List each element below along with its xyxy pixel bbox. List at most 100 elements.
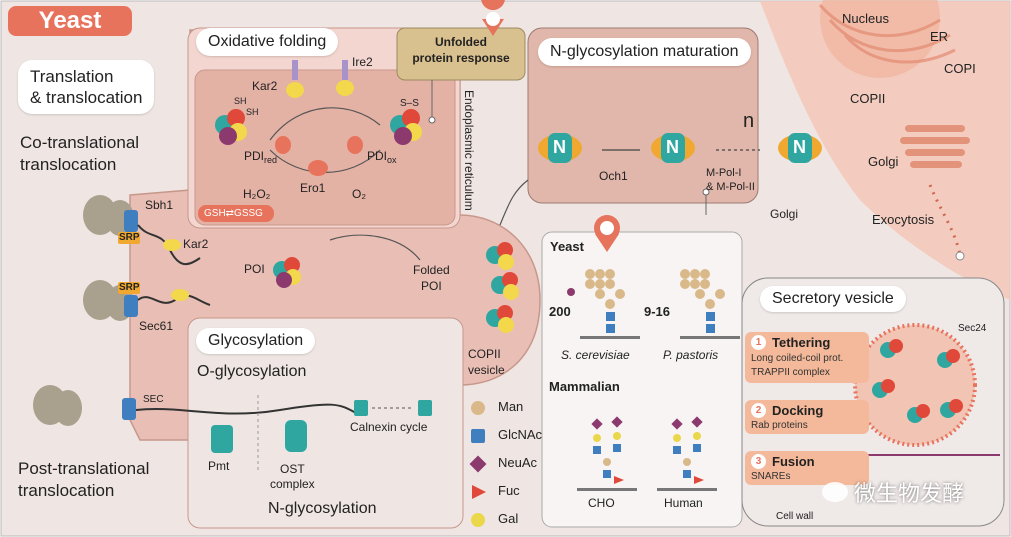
co-translational-label: Co-translational translocation (20, 133, 140, 175)
label-ire2: Ire2 (352, 55, 373, 69)
label-n-glyph-1: N (553, 137, 566, 157)
o-glycosylation-label: O-glycosylation (197, 363, 307, 380)
pdi-ox-blob (347, 136, 363, 154)
legend-label-gal: Gal (498, 511, 519, 526)
glycan-human (657, 416, 717, 491)
label-cell-wall: Cell wall (776, 511, 814, 522)
arrow-folded-to-copii (499, 179, 529, 226)
watermark-text: 微生物发酵 (854, 482, 965, 507)
cell-region (760, 1, 1010, 300)
calnexin-n-2 (418, 400, 432, 416)
secretory-vesicle (853, 323, 977, 447)
legend-label-glcnac: GlcNAc (498, 427, 543, 442)
pmt-shape (211, 425, 233, 453)
glycan-cho (577, 416, 637, 491)
label-p-pastoris: P. pastoris (663, 348, 719, 362)
step-text-1: Long coiled-coil prot. TRAPPII complex (751, 353, 844, 378)
protein-poi (273, 257, 301, 288)
label-s-cerevisiae: S. cerevisiae (561, 348, 630, 362)
label-exocytosis: Exocytosis (872, 212, 935, 227)
label-pdi-ox: PDIox (367, 149, 397, 165)
er-membranes (818, 4, 956, 64)
step-tethering: 1 Tethering Long coiled-coil prot. TRAPPI… (745, 332, 869, 383)
ribosome-3 (33, 385, 82, 426)
mammalian-glycan-heading: Mammalian (549, 379, 620, 394)
label-200: 200 (549, 304, 571, 319)
n-glyco-panel (527, 27, 759, 204)
translocon-3 (122, 398, 136, 420)
label-srp-1: SRP (119, 232, 140, 243)
label-copi: COPI (944, 61, 976, 76)
ost-shape (285, 420, 307, 452)
secretory-vesicle-heading: Secretory vesicle (760, 286, 906, 312)
protein-sh (215, 109, 247, 145)
label-srp-2: SRP (119, 282, 140, 293)
legend-swatch-neuac (469, 455, 487, 473)
label-kar2-top: Kar2 (252, 79, 278, 93)
label-ost: OST complex (270, 462, 315, 491)
step-num-1: 1 (751, 335, 766, 350)
upr-badge (396, 27, 526, 81)
label-och1: Och1 (599, 169, 628, 183)
vesicle-proteins (872, 339, 963, 423)
upr-connector-end (428, 116, 436, 124)
label-poi: POI (244, 262, 265, 276)
label-pmt: Pmt (208, 459, 230, 473)
kar2-blob-2 (171, 289, 189, 301)
label-sh-1: SH (234, 96, 247, 106)
step-title-1: Tethering (772, 335, 831, 350)
nucleus-shape (820, 0, 940, 78)
legend-label-neuac: NeuAc (498, 455, 538, 470)
step-num-2: 2 (751, 403, 766, 418)
label-cho: CHO (588, 496, 615, 510)
wechat-icon (822, 482, 848, 502)
glycan-s-cerevisiae (567, 269, 640, 339)
arrow-poi-folding (329, 234, 421, 261)
golgi-stack (900, 125, 970, 168)
label-n-glyph-2: N (666, 137, 679, 157)
label-sbh1: Sbh1 (145, 198, 174, 212)
protein-folded-3 (486, 305, 514, 333)
label-mpol: M-Pol-I & M-Pol-II (706, 167, 755, 194)
label-er: Endoplasmic reticulum (462, 90, 477, 211)
label-golgi-sub: Golgi (770, 207, 799, 221)
n-glycan-2 (651, 133, 695, 163)
legend-swatch-fuc (472, 485, 486, 499)
label-golgi: Golgi (868, 154, 899, 169)
label-copii-vesicle: COPII vesicle (468, 347, 505, 378)
srp-marker-1 (118, 232, 140, 244)
label-sec: SEC (143, 394, 164, 405)
label-folded-poi: Folded POI (413, 263, 450, 294)
translocon-2 (124, 295, 138, 317)
label-gsh: GSH⇄GSSG (204, 208, 263, 219)
ire2-blob (336, 80, 354, 96)
upr-pin-icon (481, 0, 505, 36)
label-sh-2: SH (246, 107, 259, 117)
label-calnexin: Calnexin cycle (350, 420, 428, 434)
pdi-red-blob (275, 136, 291, 154)
label-kar2-left: Kar2 (183, 237, 209, 251)
legend-swatch-man (471, 401, 485, 415)
step-title-2: Docking (772, 403, 824, 418)
legend-label-man: Man (498, 399, 524, 414)
protein-folded-2 (491, 272, 519, 300)
label-copii: COPII (850, 91, 886, 106)
label-n-repeat: n (743, 110, 755, 132)
ire2-stem-2 (292, 60, 298, 80)
step-text-3: SNAREs (751, 471, 791, 482)
glycosylation-panel (187, 317, 464, 529)
protein-ss (390, 109, 422, 145)
label-n-glyph-3: N (793, 137, 806, 157)
translocon-1 (124, 210, 138, 232)
label-9-16: 9-16 (644, 304, 671, 319)
watermark: 微生物发酵 (822, 476, 964, 508)
glycan-pin-icon (594, 215, 620, 252)
legend-swatch-glcnac (471, 429, 485, 443)
glycosylation-heading: Glycosylation (196, 328, 316, 354)
step-num-3: 3 (751, 454, 766, 469)
label-ero1: Ero1 (300, 181, 326, 195)
label-sec61: Sec61 (139, 319, 174, 333)
n-glycan-3 (778, 133, 822, 163)
